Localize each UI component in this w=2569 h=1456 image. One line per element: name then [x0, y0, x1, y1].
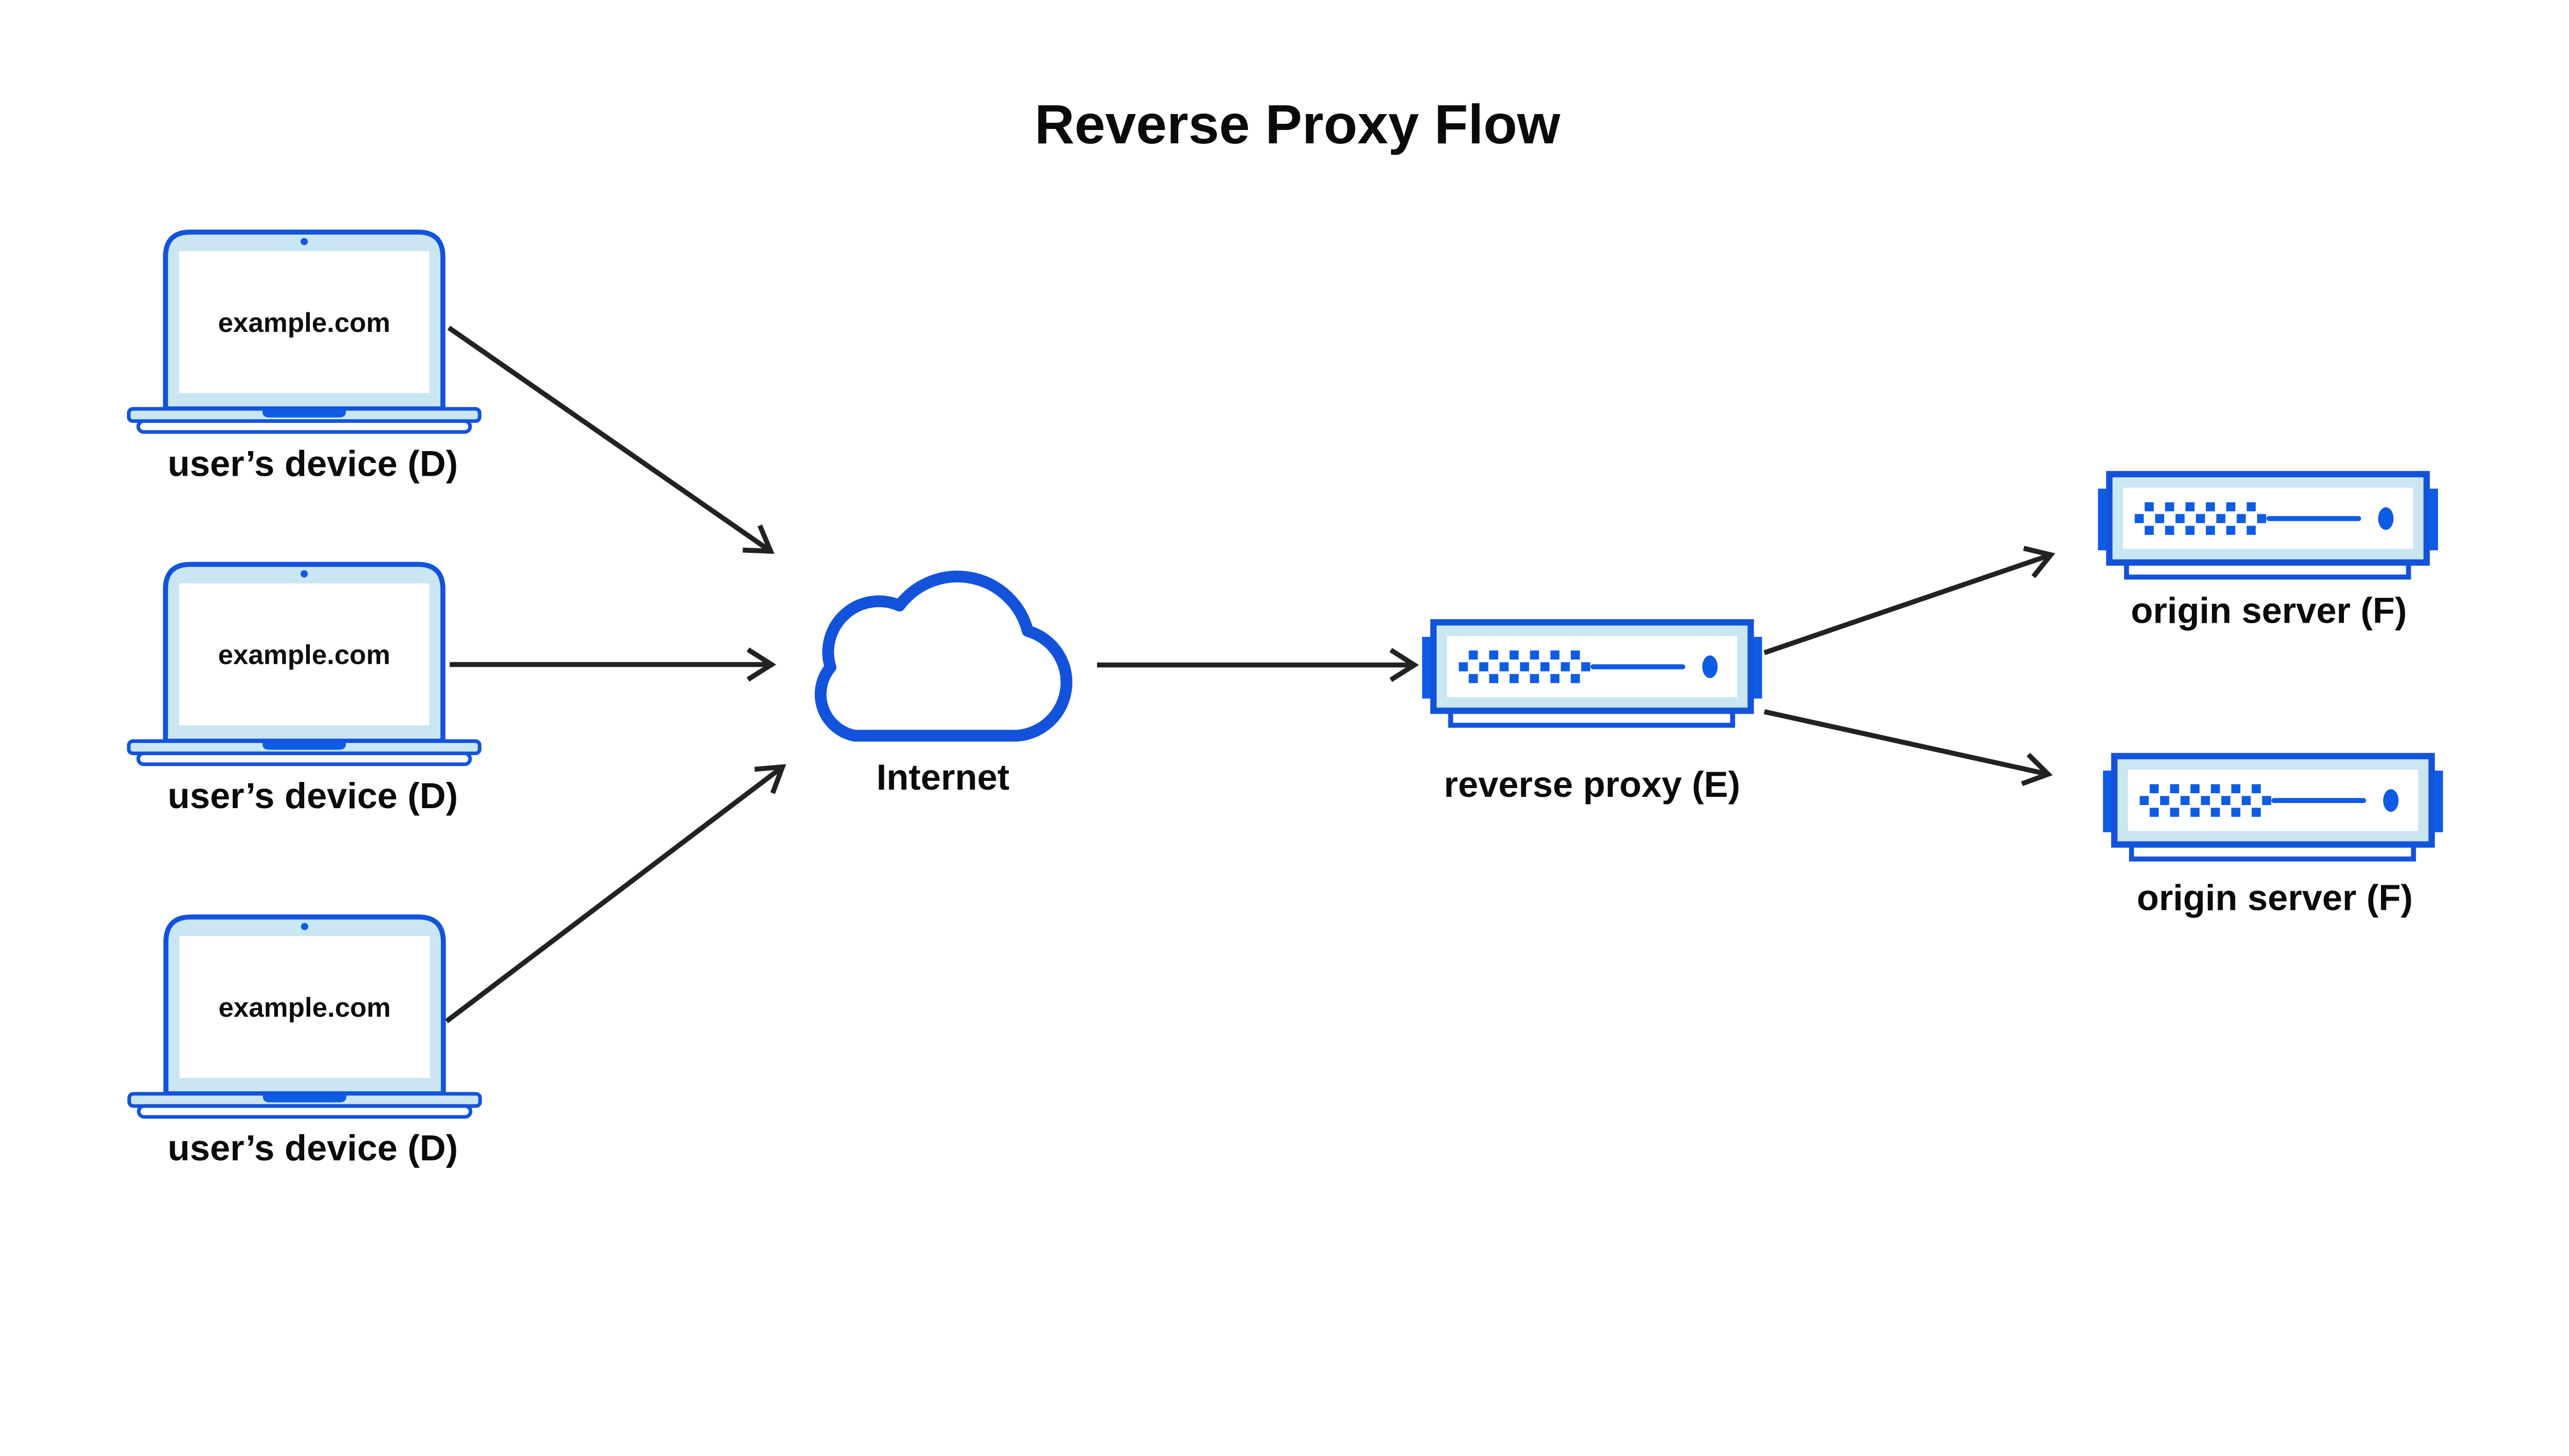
server-icon: [2098, 474, 2438, 577]
device-2-label: user’s device (D): [167, 775, 458, 816]
device-screen-text: example.com: [218, 640, 390, 670]
laptop-icon: [127, 914, 482, 1119]
internet-node: Internet: [814, 570, 1073, 797]
cloud-icon: [814, 570, 1073, 742]
webcam-dot: [301, 923, 308, 930]
arrow-proxy-to-origin2: [1763, 709, 2053, 787]
server-icon: [1422, 622, 1762, 725]
user-device-2: example.com: [127, 562, 482, 767]
server-icon: [2103, 756, 2443, 859]
reverse-proxy-flow-diagram: Reverse Proxy Flow example.com user’s de…: [127, 93, 2446, 1168]
origin-server-2-node: origin server (F): [2103, 756, 2443, 918]
webcam-dot: [300, 238, 308, 246]
user-device-1: example.com: [127, 229, 482, 434]
origin-server-1-label: origin server (F): [2131, 590, 2407, 630]
hinge-notch: [263, 1094, 347, 1103]
internet-label: Internet: [877, 757, 1010, 797]
arrow-proxy-to-origin1: [1763, 546, 2056, 656]
reverse-proxy-label: reverse proxy (E): [1444, 764, 1740, 805]
webcam-dot: [300, 570, 308, 578]
reverse-proxy-node: reverse proxy (E): [1422, 622, 1762, 805]
hinge-notch: [262, 409, 346, 418]
laptop-icon: [127, 229, 482, 434]
flow-arrows: [445, 325, 2056, 1023]
arrow-device3-to-internet: [445, 764, 787, 1023]
origin-server-2-label: origin server (F): [2137, 878, 2413, 918]
device-3-label: user’s device (D): [167, 1128, 458, 1168]
hinge-notch: [262, 741, 346, 750]
device-1-label: user’s device (D): [167, 443, 458, 483]
arrow-device1-to-internet: [447, 325, 775, 554]
page-title: Reverse Proxy Flow: [1035, 94, 1560, 155]
device-screen-text: example.com: [218, 308, 390, 338]
device-screen-text: example.com: [218, 993, 390, 1023]
origin-server-1-node: origin server (F): [2098, 474, 2438, 630]
laptop-icon: [127, 562, 482, 767]
user-device-3: example.com: [127, 914, 482, 1119]
